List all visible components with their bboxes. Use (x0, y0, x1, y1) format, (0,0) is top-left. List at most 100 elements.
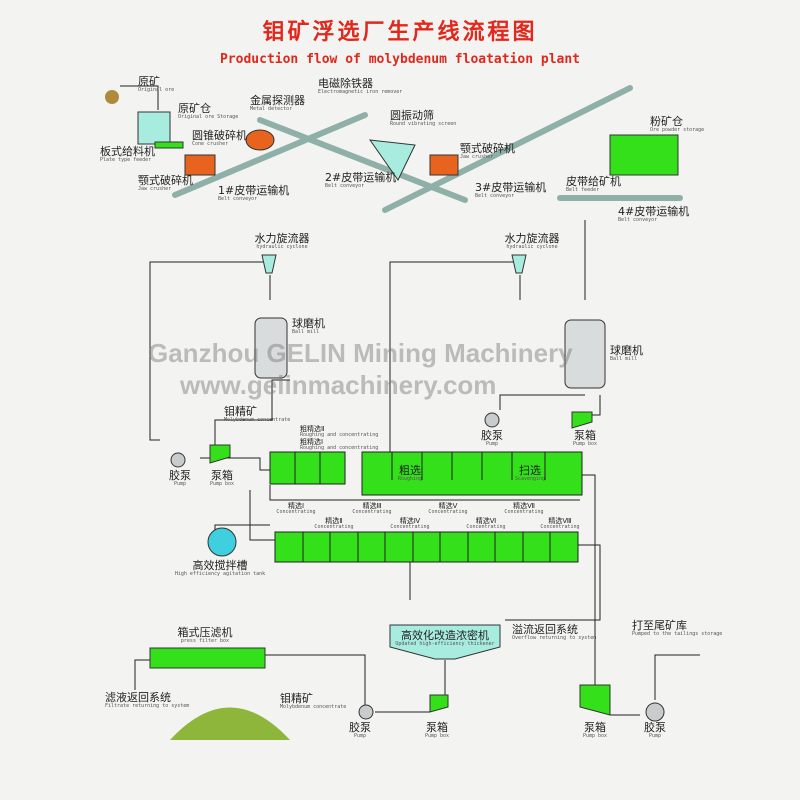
label-en: Pump box (209, 480, 235, 487)
label-en: press filter box (180, 637, 230, 644)
label-cn: 颚式破碎机 (460, 142, 515, 155)
label-cn: 精选Ⅶ (513, 502, 535, 510)
label-en: Pump (353, 732, 367, 739)
label-en: Concentrating (390, 524, 430, 531)
label-en: Round vibrating screen (390, 120, 457, 127)
label-cn: 胶泵 (169, 469, 191, 482)
label-en: Belt conveyor (475, 192, 515, 199)
label-cn: 溢流返回系统 (512, 623, 578, 636)
label-en: Pump (485, 440, 499, 447)
label-cn: 精选Ⅷ (548, 517, 572, 525)
label-cn: 泵箱 (426, 721, 448, 734)
label-cn: 原矿 (138, 75, 160, 88)
label-en: Pump box (424, 732, 450, 739)
diagram-title: 钼矿浮选厂生产线流程图 (262, 19, 538, 45)
label-en: Concentrating (352, 509, 392, 516)
label-cn: 皮带给矿机 (566, 175, 621, 188)
label-cn: 圆锥破碎机 (192, 129, 247, 142)
label-cn: 打至尾矿库 (632, 619, 687, 632)
label-en: hydraulic cyclone (256, 243, 308, 250)
label-en: Overflow returning to system (512, 634, 597, 641)
label-cn: 精选Ⅵ (475, 517, 497, 525)
pump-2 (484, 412, 500, 428)
label-cn: 胶泵 (481, 429, 503, 442)
label-cn: 泵箱 (584, 721, 606, 734)
label-cn: 精选Ⅰ (287, 502, 305, 510)
label-en: Pump box (572, 440, 598, 447)
label-en: Molybdenum concentrate (224, 416, 291, 423)
label-cn: 胶泵 (644, 721, 666, 734)
label-en: Concentrating (276, 509, 316, 516)
label-cn: 3#皮带运输机 (475, 181, 547, 194)
concentrate-pile (170, 707, 290, 740)
powder-storage-bin (609, 134, 679, 176)
label-cn: 粗精选Ⅱ (300, 425, 325, 433)
label-en: Concentrating (466, 524, 506, 531)
label-cn: 高效搅拌槽 (192, 559, 248, 572)
label-en: Molybdenum concentrate (280, 703, 347, 710)
ball-mill-1 (254, 317, 288, 379)
label-cn: 精选Ⅱ (325, 517, 343, 525)
label-cn: 原矿仓 (178, 102, 211, 115)
label-en: Original ore Storage (178, 113, 239, 120)
label-en: Jaw crusher (460, 153, 494, 160)
ore-storage-bin (137, 111, 171, 145)
label-en: hydraulic cyclone (506, 243, 558, 250)
label-en: Jaw crusher (138, 185, 172, 192)
label-en: Original ore (138, 86, 175, 93)
watermark-url: www.gelinmachinery.com (180, 370, 497, 400)
label-en: Plate type feeder (100, 156, 152, 163)
label-cn: 4#皮带运输机 (618, 205, 690, 218)
label-cn: 水力旋流器 (254, 232, 310, 245)
label-en: Filtrate returning to system (105, 702, 190, 709)
label-en: Concentrating (314, 524, 354, 531)
label-cn: 钼精矿 (280, 692, 313, 705)
label-en: Roughing and concentrating (300, 445, 379, 452)
label-cn: 扫选 (518, 464, 541, 477)
pump-box-3 (429, 694, 449, 713)
label-cn: 板式给料机 (100, 145, 155, 158)
label-en: Ball mill (610, 355, 638, 362)
label-en: Belt conveyor (618, 216, 658, 223)
label-cn: 粗精选Ⅰ (300, 438, 324, 446)
vibrating-screen (368, 139, 416, 181)
label-cn: 精选Ⅴ (438, 502, 458, 510)
jaw-crusher-1 (184, 154, 216, 176)
watermark-company: Ganzhou GELIN Mining Machinery (148, 338, 573, 368)
label-cn: 2#皮带运输机 (325, 171, 397, 184)
label-cn: 球磨机 (610, 344, 643, 357)
label-cn: 圆振动筛 (390, 109, 434, 122)
label-en: Roughing (397, 475, 423, 482)
